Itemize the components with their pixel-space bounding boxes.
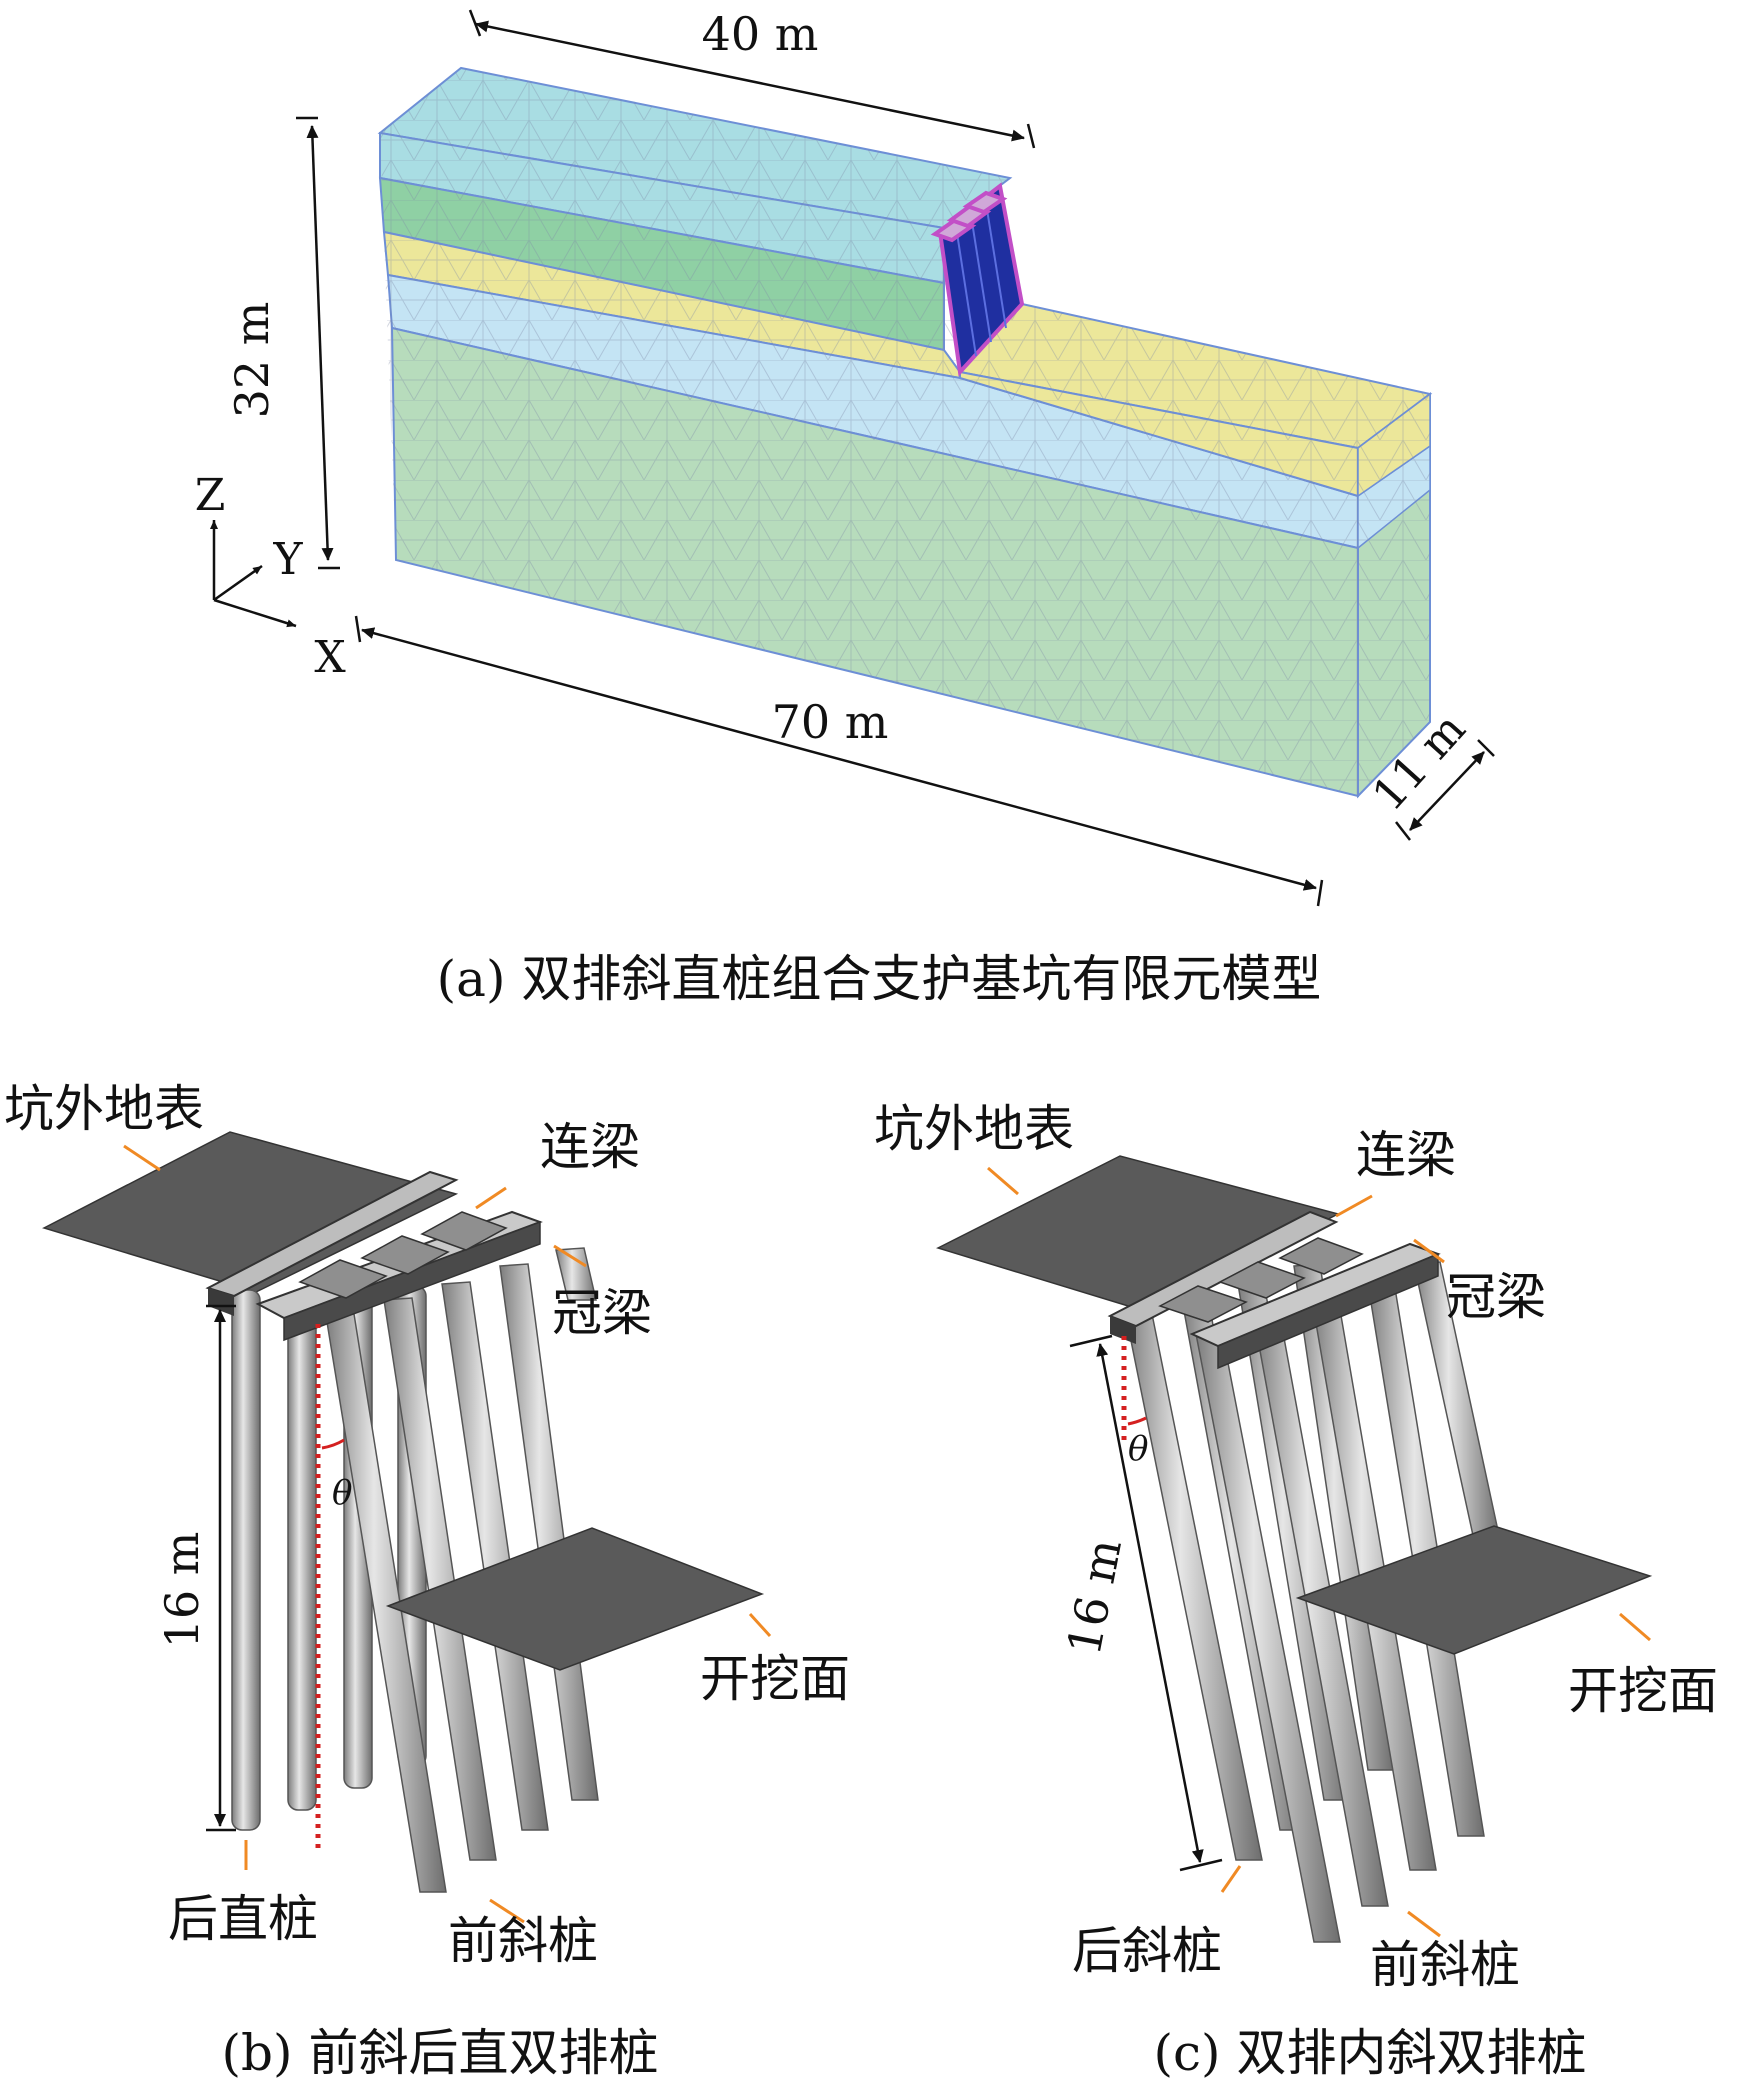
pile-caps xyxy=(930,190,1008,243)
front-pile-label-c: 前斜桩 xyxy=(1370,1936,1520,1994)
excavation-plate xyxy=(385,1527,765,1671)
outside-ground-plate xyxy=(42,1131,459,1293)
dim-length-label: 70 m xyxy=(772,695,889,749)
panel-double-inward-inclined: θ 16 m 坑外地表 连梁 冠梁 开挖面 后斜桩 前斜桩 (c) 双排内斜双排… xyxy=(874,1100,1718,2082)
excavation-label-c: 开挖面 xyxy=(1568,1662,1718,1720)
axis-x-label: X xyxy=(314,632,346,683)
tie-beam-label-b: 连梁 xyxy=(540,1118,640,1176)
front-pile-label-b: 前斜桩 xyxy=(448,1912,598,1970)
angle-arc-c xyxy=(1127,1416,1147,1426)
pile-wall-grid xyxy=(954,196,1007,357)
cap-beam-label-c: 冠梁 xyxy=(1446,1268,1546,1326)
caption-c: (c) 双排内斜双排桩 xyxy=(1154,2024,1587,2082)
front-inclined-piles xyxy=(325,1247,599,1893)
ground-label-c: 坑外地表 xyxy=(874,1100,1074,1158)
angle-label-c: θ xyxy=(1128,1429,1148,1469)
cap-beam-label-b: 冠梁 xyxy=(552,1284,652,1342)
excavation-plate-c xyxy=(1295,1525,1653,1655)
cap-and-tie-beams-c xyxy=(1107,1210,1441,1370)
dim-16m-label-b: 16 m xyxy=(155,1532,209,1649)
rear-pile-label-b: 后直桩 xyxy=(168,1890,318,1948)
fe-model-panel: 40 m 32 m 70 m 11 m Z Y X (a) 双排斜直桩组合支护基… xyxy=(195,7,1495,1008)
cap-and-tie-beams xyxy=(205,1170,543,1342)
angle-label-b: θ xyxy=(332,1473,352,1513)
dim-top-line xyxy=(475,20,1025,142)
dim-top-label: 40 m xyxy=(702,7,819,61)
axis-triad xyxy=(210,520,297,628)
excavation-label-b: 开挖面 xyxy=(700,1650,850,1708)
axis-y-label: Y xyxy=(272,534,303,585)
tie-beam-label-c: 连梁 xyxy=(1356,1126,1456,1184)
caption-b: (b) 前斜后直双排桩 xyxy=(222,2024,659,2082)
leaders-b xyxy=(123,1144,772,1924)
ground-label-b: 坑外地表 xyxy=(4,1080,204,1138)
dim-height-line xyxy=(306,125,334,561)
dim-16m-line-c xyxy=(1096,1343,1204,1863)
dim-length-line xyxy=(361,627,1317,891)
angle-arc xyxy=(321,1438,345,1450)
dim-height-label: 32 m xyxy=(225,302,279,419)
panel-front-inclined-rear-vertical: θ 16 m 坑外地表 连梁 冠梁 开挖面 后直桩 前斜桩 (b) 前斜后直双排… xyxy=(4,1080,850,2082)
rear-pile-label-c: 后斜桩 xyxy=(1072,1922,1222,1980)
leaders-c xyxy=(987,1166,1651,1938)
caption-a: (a) 双排斜直桩组合支护基坑有限元模型 xyxy=(437,950,1322,1008)
mesh-overlay xyxy=(380,68,1430,796)
dim-width-line xyxy=(1409,751,1485,831)
axis-z-label: Z xyxy=(195,470,226,521)
dim-16m-label-c: 16 m xyxy=(1057,1534,1132,1659)
